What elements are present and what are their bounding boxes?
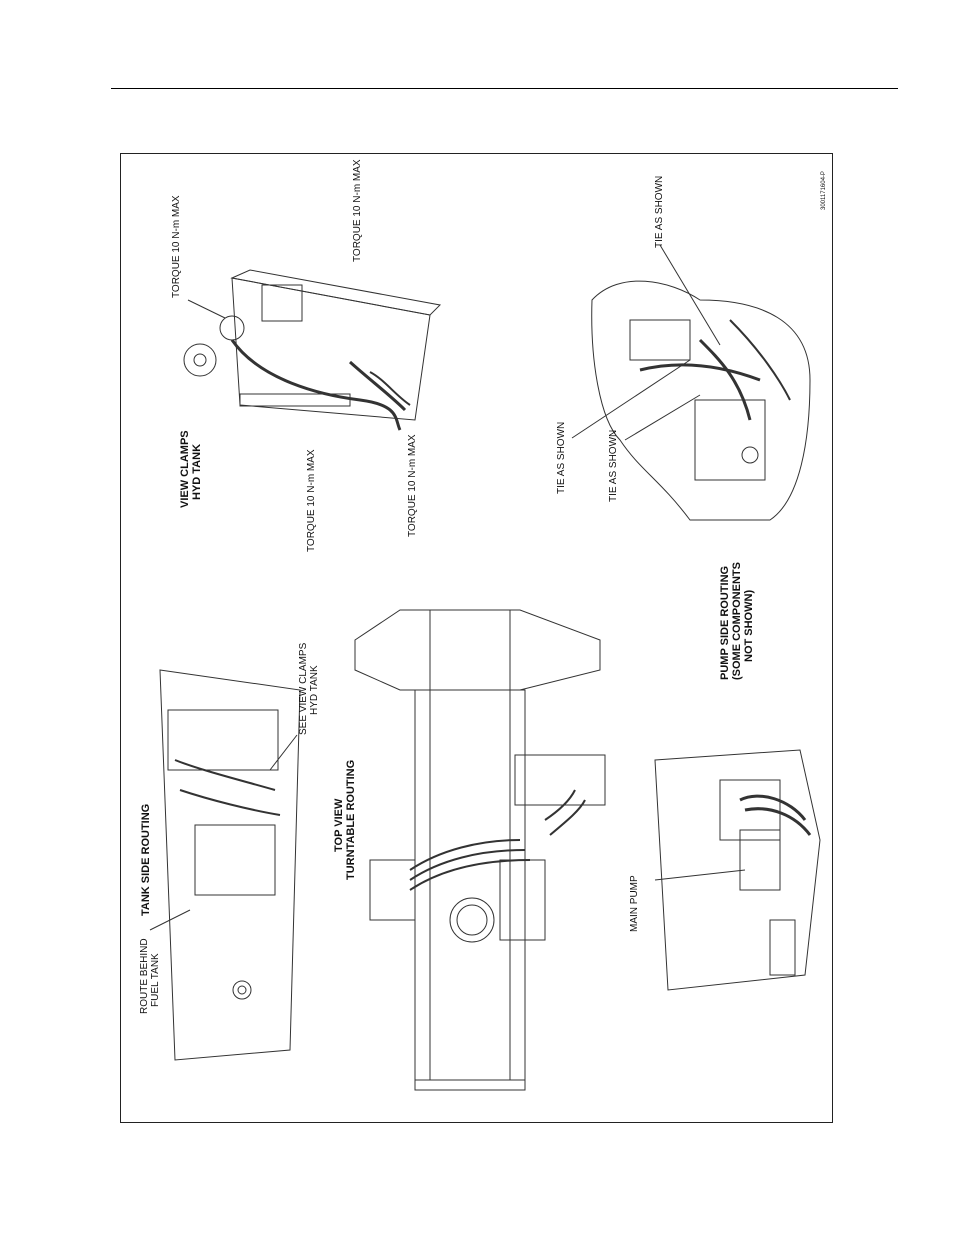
torque-callout-1: TORQUE 10 N-m MAX (171, 195, 182, 298)
tank-side-drawing (150, 670, 300, 1060)
torque-callout-3: TORQUE 10 N-m MAX (306, 449, 317, 552)
figure-id: 3001171604-P (821, 171, 828, 210)
tank-side-title: TANK SIDE ROUTING (140, 804, 152, 916)
hyd-tank-view-title: VIEW CLAMPS HYD TANK (179, 430, 203, 508)
top-view-title: TOP VIEW TURNTABLE ROUTING (333, 760, 357, 880)
tie-callout-2: TIE AS SHOWN (556, 422, 567, 494)
hyd-tank-title-line1: VIEW CLAMPS (179, 430, 191, 508)
pump-side-title-line2: (SOME COMPONENTS (731, 562, 743, 680)
pump-side-title-line3: NOT SHOWN) (743, 562, 755, 680)
fuel-tank-callout: ROUTE BEHIND FUEL TANK (139, 938, 161, 1014)
pump-side-title: PUMP SIDE ROUTING (SOME COMPONENTS NOT S… (719, 562, 755, 680)
hyd-tank-drawing (184, 270, 440, 430)
see-view-callout: SEE VIEW CLAMPS HYD TANK (298, 643, 320, 735)
hyd-tank-title-line2: HYD TANK (191, 430, 203, 508)
fuel-callout-line1: ROUTE BEHIND (139, 938, 150, 1014)
torque-callout-2: TORQUE 10 N-m MAX (352, 159, 363, 262)
tie-callout-1: TIE AS SHOWN (654, 176, 665, 248)
pump-side-title-line1: PUMP SIDE ROUTING (719, 562, 731, 680)
tie-callout-3: TIE AS SHOWN (608, 430, 619, 502)
top-view-title-line1: TOP VIEW (333, 760, 345, 880)
top-view-title-line2: TURNTABLE ROUTING (345, 760, 357, 880)
see-callout-line2: HYD TANK (309, 643, 320, 735)
pump-side-drawing (655, 750, 820, 990)
fuel-callout-line2: FUEL TANK (150, 938, 161, 1014)
torque-callout-4: TORQUE 10 N-m MAX (407, 434, 418, 537)
main-pump-callout: MAIN PUMP (629, 875, 640, 932)
see-callout-line1: SEE VIEW CLAMPS (298, 643, 309, 735)
top-view-drawing (355, 610, 605, 1090)
